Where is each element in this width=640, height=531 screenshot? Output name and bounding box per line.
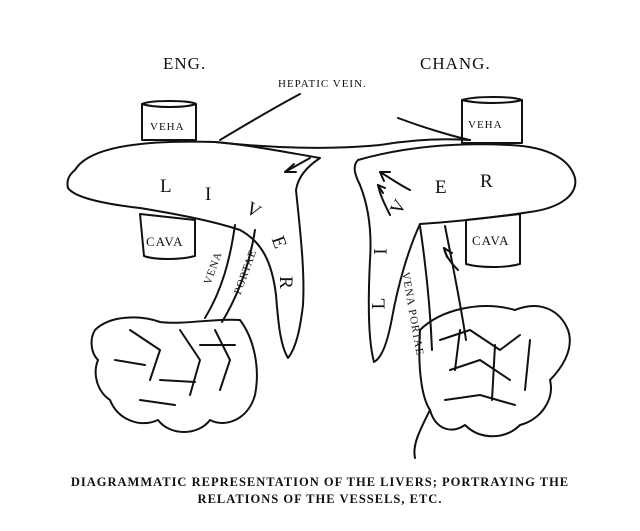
left-liver-outline	[66, 140, 321, 359]
left-cava-box	[139, 213, 196, 260]
hepatic-vein-right	[397, 117, 471, 141]
right-liver-letter-e: E	[435, 177, 448, 198]
right-liver-letter-i: I	[370, 247, 392, 255]
caption-line-1: DIAGRAMMATIC REPRESENTATION OF THE LIVER…	[70, 475, 570, 489]
left-vena-cava-top	[141, 100, 197, 141]
arrow-right-liver-top	[379, 171, 411, 191]
caption-line-2: RELATIONS OF THE VESSELS, ETC.	[197, 492, 443, 506]
hepatic-vein-bridge	[214, 138, 471, 149]
left-liver-letter-i: I	[205, 184, 213, 205]
label-right-vena-top: VEНА	[468, 119, 503, 131]
right-liver-outline	[353, 143, 577, 363]
right-vena-cava-top	[461, 96, 523, 144]
left-portae-vessel	[204, 224, 256, 323]
left-liver-letter-l: L	[160, 176, 173, 197]
intestine-tail	[413, 409, 431, 459]
label-hepatic-vein: HEPATIC VEIN.	[278, 78, 367, 90]
label-left-vena-top: VEНА	[150, 121, 185, 133]
label-chang: CHANG.	[420, 54, 491, 73]
label-left-cava: CAVA	[146, 234, 184, 249]
right-portae-vessel	[419, 225, 467, 351]
hepatic-vein-left	[219, 93, 301, 141]
right-liver-letter-r: R	[480, 171, 494, 192]
left-liver-letter-r: R	[274, 276, 296, 290]
arrow-left-liver	[284, 157, 311, 173]
right-liver-letter-l: L	[368, 296, 390, 310]
right-cava-box	[465, 213, 521, 268]
label-eng: ENG.	[163, 54, 207, 73]
label-right-cava: CAVA	[472, 233, 510, 248]
